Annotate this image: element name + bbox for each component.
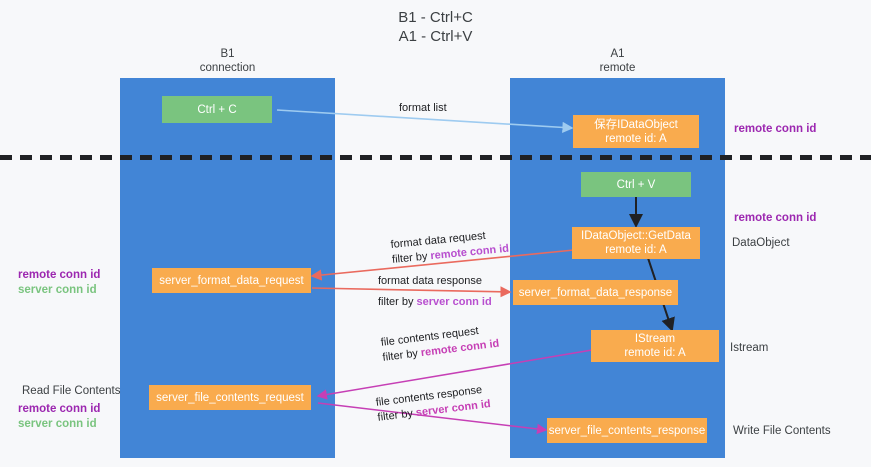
node-istream[interactable]: IStream remote id: A (591, 330, 719, 362)
node-save-idataobject[interactable]: 保存IDataObject remote id: A (573, 115, 699, 148)
node-idataobject-getdata[interactable]: IDataObject::GetData remote id: A (572, 227, 700, 259)
filter-prefix: filter by (391, 250, 432, 266)
page-title: B1 - Ctrl+C A1 - Ctrl+V (398, 9, 473, 45)
edge-label-file-contents-response-group: file contents response filter by server … (375, 384, 491, 426)
filter-key-server-conn-id: server conn id (416, 296, 492, 308)
column-header-a1: A1 remote (599, 48, 636, 74)
annotation-right-dataobject: DataObject (732, 237, 790, 249)
annotation-right-remote-conn-id-top: remote conn id (734, 123, 817, 135)
node-server-format-data-request[interactable]: server_format_data_request (152, 268, 311, 293)
node-server-format-data-response[interactable]: server_format_data_response (513, 280, 678, 305)
node-server-file-contents-response[interactable]: server_file_contents_response (547, 418, 707, 443)
annotation-right-write-file-contents: Write File Contents (733, 425, 831, 437)
column-header-b1: B1 connection (199, 48, 256, 74)
edge-label-format-data-request-group: format data request filter by remote con… (390, 230, 509, 268)
node-ctrl-v[interactable]: Ctrl + V (581, 172, 691, 197)
edge-label-format-data-response: format data response (378, 275, 482, 287)
node-ctrl-c[interactable]: Ctrl + C (162, 96, 272, 123)
edge-label-format-data-response-filter: filter by server conn id (378, 295, 492, 310)
phase-separator (0, 155, 871, 160)
annotation-right-istream: Istream (730, 342, 769, 354)
edge-label-format-data-response-group: format data response filter by server co… (378, 274, 492, 310)
filter-prefix: filter by (381, 347, 422, 364)
edge-label-format-list: format list (399, 102, 447, 114)
filter-prefix: filter by (378, 296, 417, 308)
annotation-right-remote-conn-id-mid: remote conn id (734, 212, 817, 224)
filter-prefix: filter by (376, 407, 417, 424)
annotation-left-server-conn-id-mid: server conn id (18, 284, 97, 296)
edge-label-file-contents-request-group: file contents request filter by remote c… (380, 325, 500, 366)
annotation-left-server-conn-id-bottom: server conn id (18, 418, 97, 430)
annotation-left-remote-conn-id-bottom: remote conn id (18, 403, 101, 415)
node-server-file-contents-request[interactable]: server_file_contents_request (149, 385, 311, 410)
annotation-left-conn-ids-bottom: remote conn id server conn id (18, 402, 100, 432)
annotation-left-read-file-contents: Read File Contents (22, 385, 121, 397)
annotation-left-remote-conn-id-mid: remote conn id (18, 269, 101, 281)
annotation-left-conn-ids-mid: remote conn id server conn id (18, 268, 100, 298)
